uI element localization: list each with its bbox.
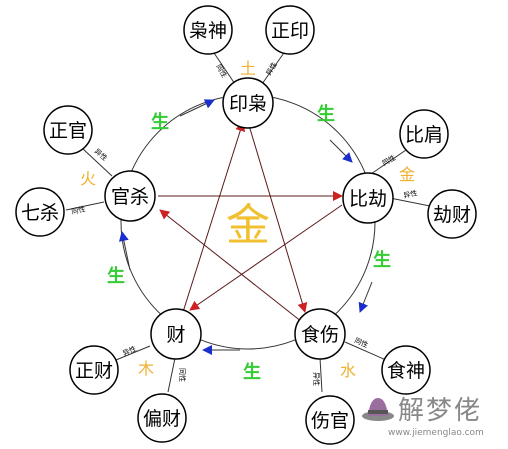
- connector-bijie-jiecai: [389, 197, 431, 207]
- watermark: 解梦佬 www.jiemenglao.com: [358, 388, 508, 448]
- node-xiaoshen: 枭神: [183, 5, 233, 55]
- node-bijian-label: 比肩: [405, 124, 443, 146]
- node-zhengcai: 正财: [69, 345, 119, 395]
- connector-guansha-zhengguan: [81, 147, 113, 177]
- node-bijie: 比劫: [342, 172, 394, 224]
- element-water-label: 水: [340, 361, 356, 380]
- node-shangguan-label: 伤官: [311, 410, 349, 432]
- generate-arrow-bi-to-shi: [358, 281, 373, 313]
- node-piancai-label: 偏财: [143, 408, 181, 430]
- detective-hat-icon: [362, 398, 394, 421]
- node-zhengyin-label: 正印: [271, 20, 309, 42]
- node-jiecai: 劫财: [427, 189, 477, 239]
- element-fire-label: 火: [80, 169, 96, 188]
- connector-label-bijian: 同性: [381, 153, 398, 168]
- watermark-url: www.jiemenglao.com: [388, 428, 484, 438]
- connector-shishang-shishen: [344, 341, 387, 361]
- node-xiaoshen-label: 枭神: [189, 20, 227, 42]
- connector-label-zhengcai: 异性: [121, 344, 137, 358]
- connector-label-shangguan: 异性: [312, 372, 321, 386]
- node-yinxiao: 印枭: [222, 77, 274, 129]
- connector-label-piancai: 同性: [178, 368, 187, 382]
- node-shishen-label: 食神: [387, 360, 425, 382]
- node-zhengguan-label: 正官: [49, 120, 87, 142]
- node-yinxiao-label: 印枭: [229, 93, 267, 115]
- connector-label-jiecai: 异性: [403, 188, 419, 200]
- node-guansha-label: 官杀: [111, 186, 149, 208]
- connector-yinxiao-zhengyin: [261, 49, 287, 85]
- node-shishang-label: 食伤: [301, 324, 339, 346]
- node-shangguan: 伤官: [305, 395, 355, 445]
- control-arrow-yin-to-shi: [247, 121, 308, 313]
- node-guansha: 官杀: [104, 170, 156, 222]
- node-shishen: 食神: [381, 345, 431, 395]
- sheng-label-yin-bi: 生: [317, 103, 335, 125]
- sheng-label-shi-cai: 生: [243, 361, 261, 383]
- generate-arrow-guan-to-yin: [179, 99, 215, 117]
- connector-label-xiaoshen: 同性: [214, 63, 229, 80]
- element-metal-label: 金: [399, 165, 415, 184]
- control-arrow-shi-to-guan: [159, 209, 303, 323]
- connector-guansha-qisha: [65, 201, 105, 211]
- generate-arrow-cai-to-guan: [118, 231, 131, 271]
- connector-yinxiao-xiaoshen: [211, 49, 236, 85]
- node-zhengyin: 正印: [265, 5, 315, 55]
- node-bijian: 比肩: [399, 109, 449, 159]
- sheng-label-cai-guan: 生: [107, 265, 125, 287]
- node-piancai: 偏财: [137, 393, 187, 443]
- node-cai-label: 财: [166, 324, 185, 346]
- center-label: 金: [226, 200, 270, 251]
- control-arrow-bi-to-cai: [189, 204, 343, 311]
- element-earth-label: 土: [240, 59, 256, 78]
- generate-arrow-yin-to-bi: [329, 139, 353, 163]
- node-shishang: 食伤: [294, 308, 346, 360]
- watermark-title: 解梦佬: [398, 396, 483, 426]
- connector-label-qisha: 同性: [71, 204, 87, 216]
- node-zhengguan: 正官: [43, 105, 93, 155]
- sheng-label-guan-yin: 生: [151, 111, 169, 133]
- connector-label-shishen: 同性: [353, 336, 369, 350]
- element-wood-label: 木: [138, 359, 154, 378]
- connector-bijie-bijian: [367, 149, 407, 177]
- node-jiecai-label: 劫财: [433, 204, 471, 226]
- connector-cai-zhengcai: [115, 345, 151, 361]
- node-bijie-label: 比劫: [349, 188, 387, 210]
- node-qisha-label: 七杀: [21, 202, 59, 224]
- node-zhengcai-label: 正财: [75, 360, 113, 382]
- sheng-label-bi-shi: 生: [373, 249, 391, 271]
- connector-cai-piancai: [167, 357, 176, 393]
- node-cai: 财: [150, 308, 202, 360]
- connector-shishang-shangguan: [319, 357, 323, 393]
- control-arrow-cai-to-yin: [182, 121, 246, 313]
- node-qisha: 七杀: [15, 187, 65, 237]
